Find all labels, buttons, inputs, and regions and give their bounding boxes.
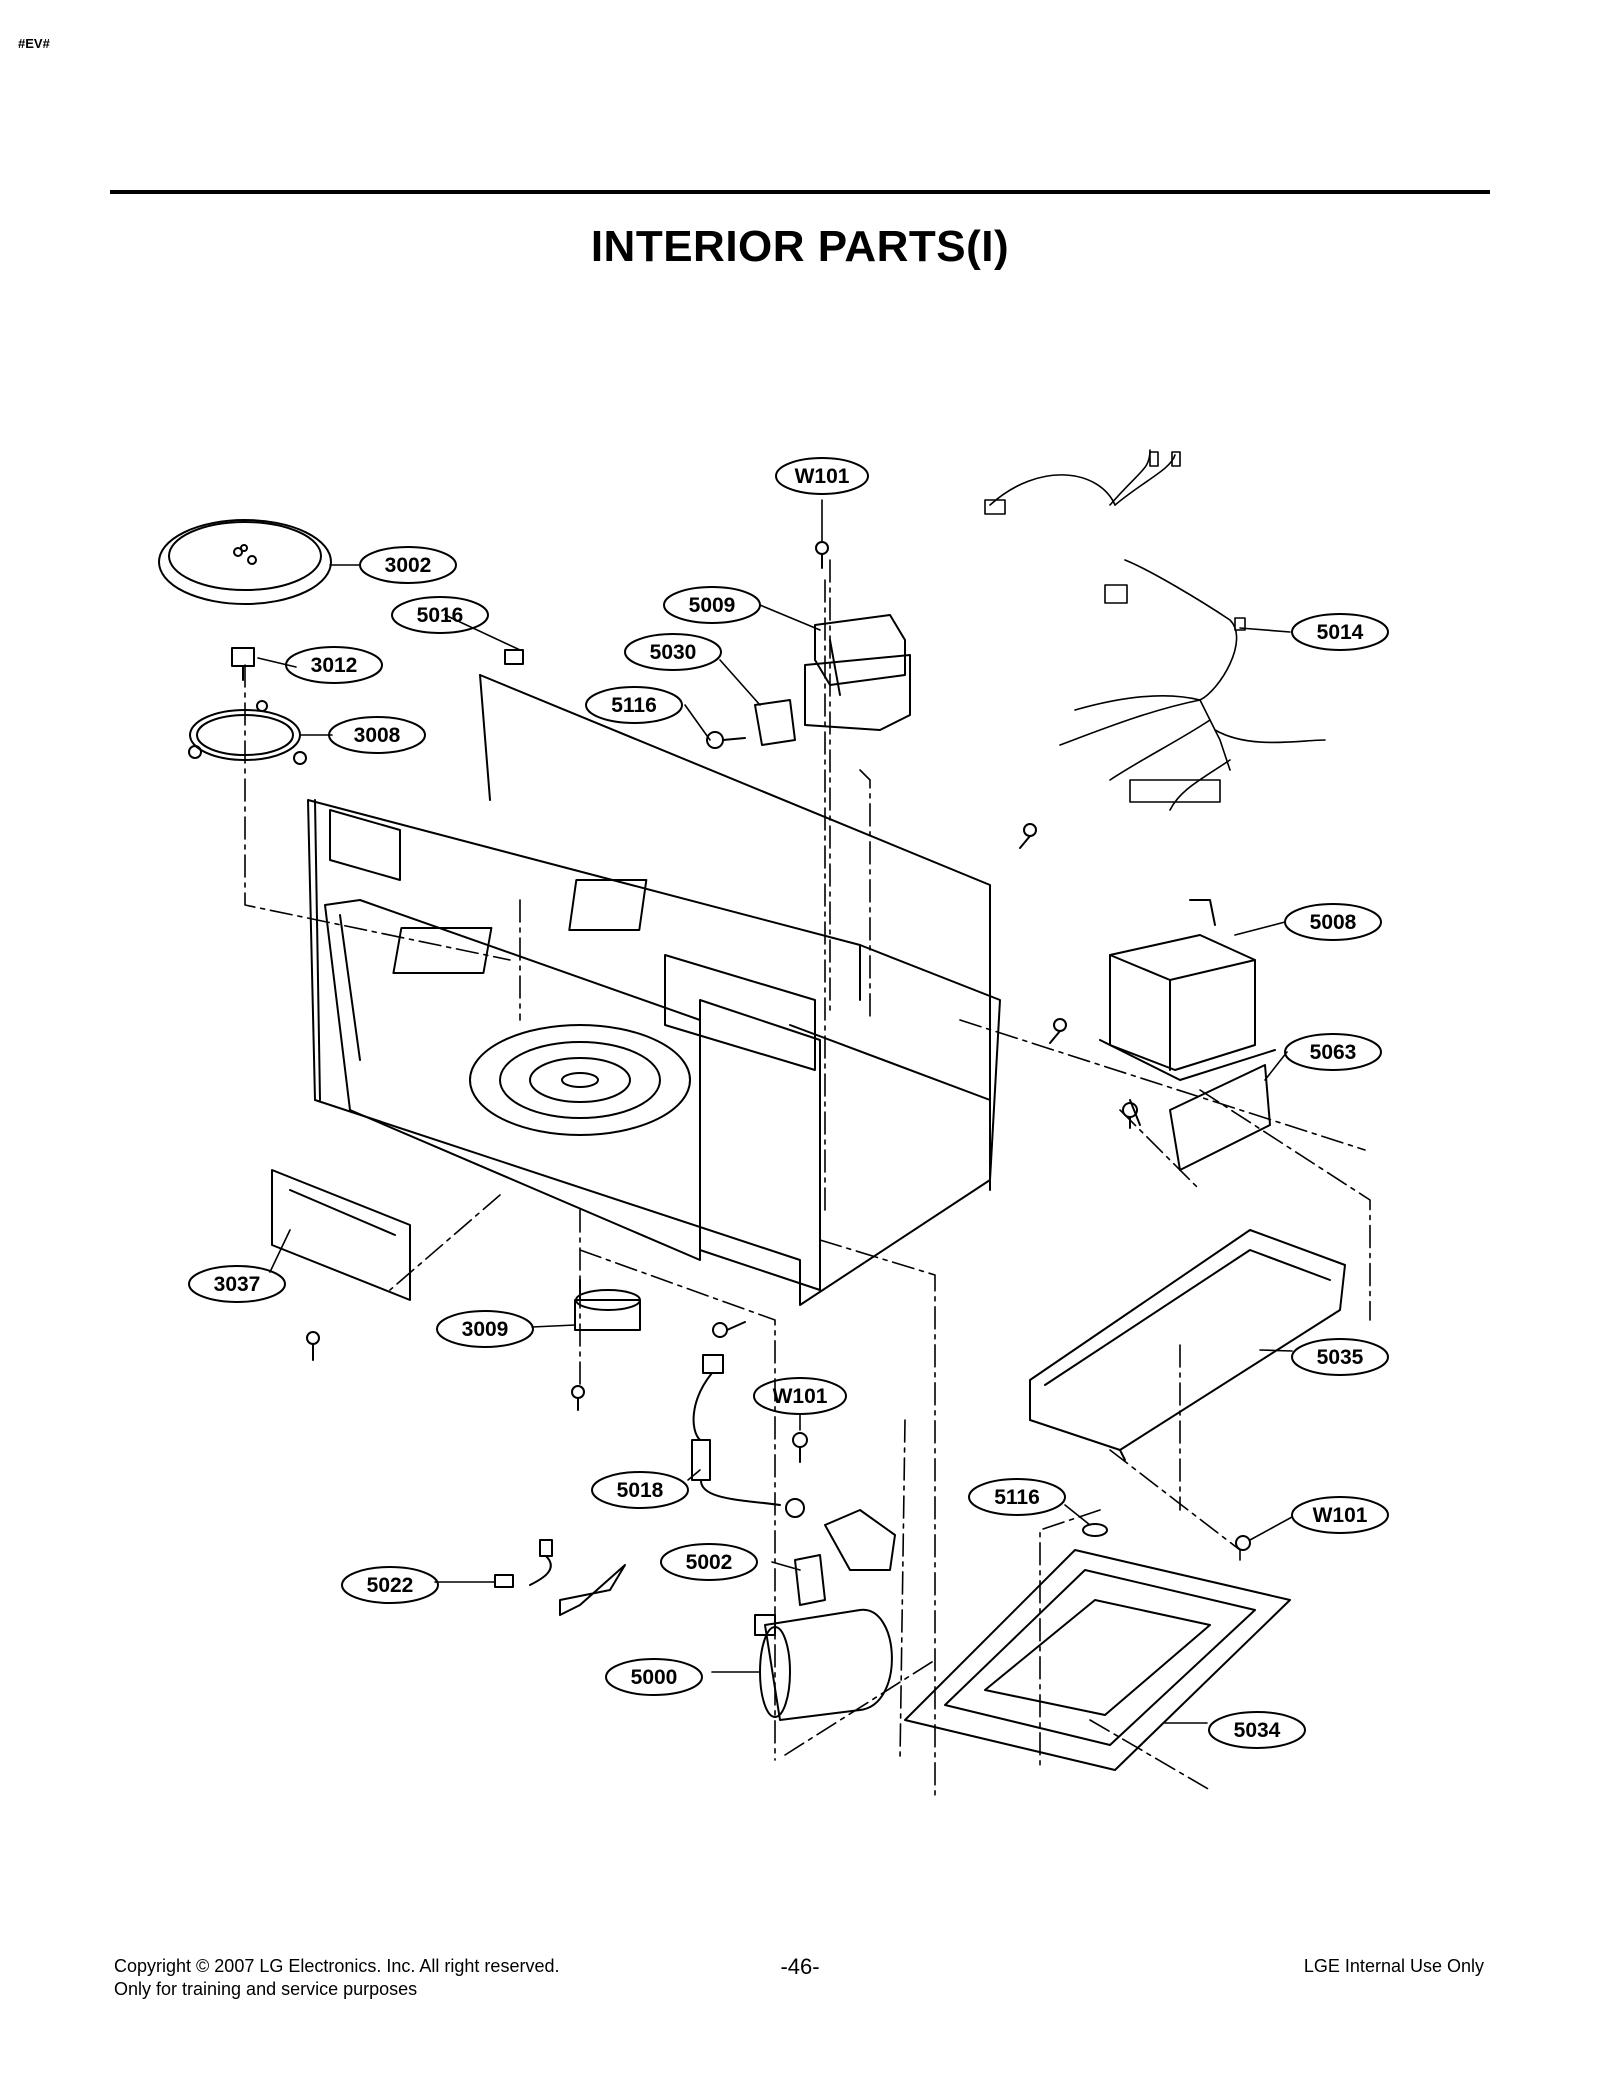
magnetron bbox=[804, 614, 911, 731]
bracket-5030 bbox=[754, 699, 796, 746]
label-5014: 5014 bbox=[1317, 621, 1364, 644]
label-5116-top: 5116 bbox=[611, 694, 657, 717]
label-5022: 5022 bbox=[367, 1574, 414, 1597]
label-5035: 5035 bbox=[1317, 1346, 1364, 1369]
label-3037: 3037 bbox=[214, 1273, 261, 1296]
page-number: -46- bbox=[780, 1954, 820, 1979]
turntable-motor bbox=[574, 1279, 641, 1331]
label-3009: 3009 bbox=[462, 1318, 509, 1341]
label-5008: 5008 bbox=[1310, 911, 1357, 934]
label-w101-top: W101 bbox=[795, 465, 850, 488]
screws bbox=[306, 823, 1251, 1551]
label-3008: 3008 bbox=[354, 724, 401, 747]
coupler bbox=[231, 647, 255, 681]
label-w101-mid: W101 bbox=[773, 1385, 828, 1408]
assembly-guide-lines bbox=[244, 559, 1371, 1801]
label-w101-right: W101 bbox=[1313, 1504, 1368, 1527]
header-rule bbox=[110, 190, 1490, 194]
screw-w101-top bbox=[815, 541, 829, 569]
capacitor bbox=[754, 1608, 893, 1721]
label-5063: 5063 bbox=[1310, 1041, 1357, 1064]
turntable-tray bbox=[158, 519, 332, 605]
footer-left: Copyright © 2007 LG Electronics. Inc. Al… bbox=[114, 1955, 559, 2001]
wire-harness bbox=[984, 449, 1326, 811]
label-5030: 5030 bbox=[650, 641, 697, 664]
label-5009: 5009 bbox=[689, 594, 736, 617]
label-3012: 3012 bbox=[311, 654, 358, 677]
document-tag: #EV# bbox=[18, 36, 50, 51]
label-5000: 5000 bbox=[631, 1666, 678, 1689]
thermostat-5116-bottom bbox=[1082, 1523, 1108, 1537]
internal-use-note: LGE Internal Use Only bbox=[1303, 1956, 1484, 1976]
base-plate bbox=[1029, 1229, 1346, 1461]
switch-5016 bbox=[504, 649, 524, 665]
usage-note: Only for training and service purposes bbox=[114, 1979, 418, 1999]
part-labels bbox=[188, 457, 1389, 1749]
thermostat-5116-top bbox=[706, 731, 746, 749]
cover-3037 bbox=[271, 1169, 411, 1301]
label-5002: 5002 bbox=[686, 1551, 733, 1574]
label-5034: 5034 bbox=[1234, 1719, 1281, 1742]
page-title: INTERIOR PARTS(I) bbox=[590, 222, 1010, 271]
bottom-plate bbox=[904, 1549, 1291, 1771]
roller-ring bbox=[188, 700, 307, 765]
oven-cavity-assembly bbox=[307, 674, 1001, 1306]
capacitor-bracket bbox=[794, 1509, 896, 1606]
label-5016: 5016 bbox=[417, 604, 464, 627]
leader-lines bbox=[257, 499, 1293, 1724]
label-5018: 5018 bbox=[617, 1479, 664, 1502]
label-3002: 3002 bbox=[385, 554, 432, 577]
label-5116-bottom: 5116 bbox=[994, 1486, 1040, 1509]
part-label-text: W101 3002 5016 3012 3008 5009 5030 5116 … bbox=[214, 465, 1368, 1742]
sensor-5022 bbox=[494, 1539, 626, 1616]
transformer bbox=[1099, 899, 1276, 1081]
copyright-text: Copyright © 2007 LG Electronics. Inc. Al… bbox=[114, 1956, 560, 1976]
fuse-cable bbox=[691, 1354, 805, 1518]
